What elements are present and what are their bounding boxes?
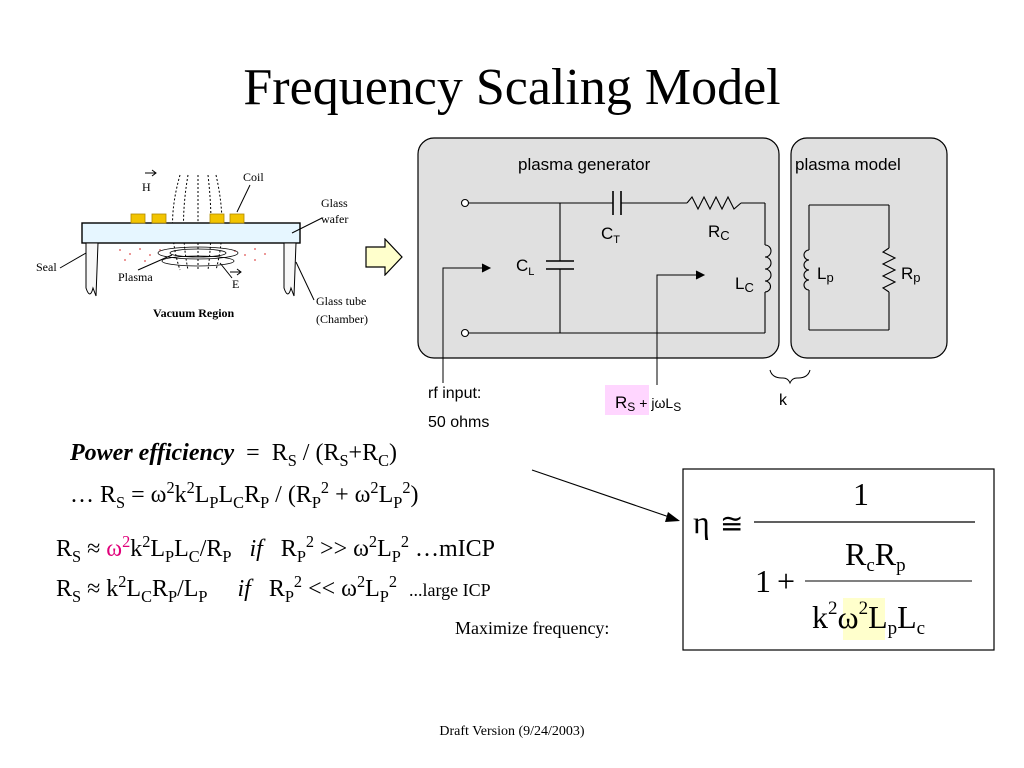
block-arrow (365, 238, 403, 276)
maximize-frequency-label: Maximize frequency: (455, 618, 610, 638)
cl-capacitor (546, 260, 574, 270)
glass-wafer-label-2: wafer (321, 212, 348, 226)
chamber-walls (85, 242, 297, 297)
coil-segments (130, 213, 245, 224)
rc-label: RC (708, 222, 730, 243)
coupling-brace (769, 369, 811, 385)
vacuum-region-label: Vacuum Region (153, 306, 235, 320)
numerator-one: 1 (853, 476, 869, 512)
plasma-model-label: plasma model (795, 155, 901, 174)
equation-line-4: RS ≈ k2LCRP/LP if RP2 << ω2LP2 ...large … (56, 572, 491, 606)
h-label: H (142, 180, 151, 194)
e-label: E (232, 277, 239, 291)
ct-label: CT (601, 224, 620, 246)
plasma-generator-panel (417, 137, 780, 359)
circuit-wires (460, 198, 890, 338)
cl-label: CL (516, 256, 534, 278)
equation-line-3: RS ≈ ω2k2LPLC/RP if RP2 >> ω2LP2 …mICP (56, 532, 495, 566)
equation-line-1: Power efficiency = RS / (RS+RC) (70, 440, 397, 470)
plasma-current-loops (157, 246, 239, 267)
h-vector-arrow (145, 169, 157, 177)
glass-wafer-label-1: Glass (321, 196, 348, 210)
plus-sign: + (777, 563, 795, 599)
coil-label: Coil (243, 170, 264, 184)
page-title: Frequency Scaling Model (243, 59, 781, 116)
glass-tube-label-2: (Chamber) (316, 312, 368, 326)
efficiency-formula-box: η ≅ 1 1 + RcRp k2ω2LpLc (682, 468, 995, 651)
plasma-chamber-diagram: H Coil Glass wafer Seal Plasma E Glass t… (36, 169, 368, 326)
rc-rp-numerator: RcRp (845, 536, 906, 576)
lp-label: Lp (817, 264, 834, 285)
equivalent-circuit-diagram: plasma generator plasma model CT RC CL L… (417, 137, 948, 431)
plasma-label: Plasma (118, 270, 153, 284)
rp-resistor (881, 247, 897, 293)
ct-capacitor (612, 191, 622, 215)
glass-tube-label-1: Glass tube (316, 294, 366, 308)
leader-lines (59, 184, 323, 301)
lc-inductor (764, 244, 772, 293)
large-icp-note: ...large ICP (409, 580, 491, 600)
rf-input-label: rf input: (428, 385, 481, 402)
rs-jwls-label: RS+ jωLS (615, 393, 681, 414)
rc-resistor (686, 195, 742, 211)
rp-label: Rp (901, 264, 921, 285)
glass-wafer (81, 222, 301, 244)
rs-highlight (605, 385, 649, 415)
e-vector-arrow (230, 268, 242, 276)
denominator-one: 1 (755, 563, 771, 599)
pointer-arrows (442, 263, 706, 385)
k-label: k (779, 392, 788, 409)
approx-symbol: ≅ (720, 509, 743, 540)
plasma-model-panel (790, 137, 948, 359)
equation-line-2: … RS = ω2k2LPLCRP / (RP2 + ω2LP2) (70, 478, 419, 512)
plasma-generator-label: plasma generator (518, 155, 651, 174)
omega-squared-highlight (843, 598, 885, 640)
eta-symbol: η (693, 504, 710, 540)
footer-version: Draft Version (9/24/2003) (439, 724, 585, 739)
seal-label: Seal (36, 260, 57, 274)
lp-inductor (803, 249, 810, 291)
k2-omega2-lp-lc-denominator: k2ω2LpLc (812, 598, 925, 639)
lc-label: LC (735, 274, 754, 295)
rf-ohms-label: 50 ohms (428, 414, 489, 431)
